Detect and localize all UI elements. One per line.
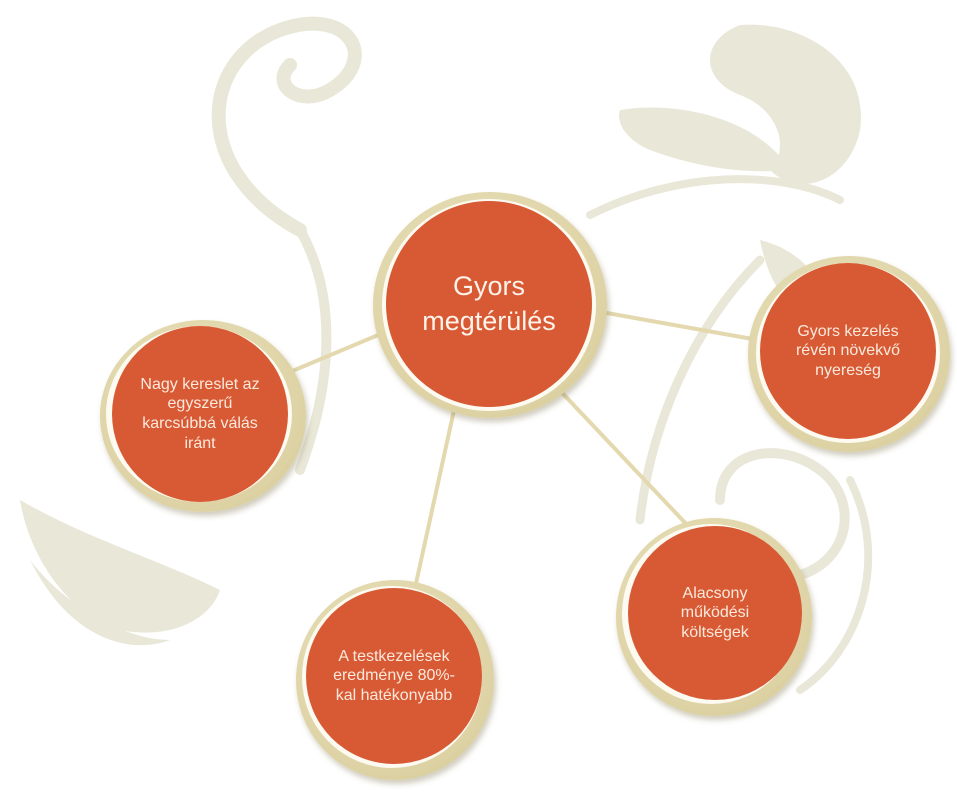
connector-bottom-left: [413, 390, 460, 590]
node-bottom-left-label: A testkezelések eredménye 80%-kal hatéko…: [333, 647, 455, 704]
leaf-bottom-left-tip: [30, 560, 170, 646]
swirl-right-loop: [715, 448, 850, 580]
swirl-stem-left: [295, 225, 332, 475]
node-left-disc: Nagy kereslet az egyszerű karcsúbbá válá…: [112, 326, 288, 502]
swirl-top-left: [211, 16, 362, 237]
connector-left: [288, 328, 392, 374]
center-node: Gyors megtérülés: [373, 192, 607, 418]
connector-right: [588, 308, 760, 342]
swirl-stem-right: [586, 175, 844, 219]
node-bottom-right-disc: Alacsony működési költségek: [628, 526, 802, 700]
leaf-top-right: [710, 24, 861, 185]
node-left: Nagy kereslet az egyszerű karcsúbbá válá…: [100, 320, 306, 512]
center-node-disc: Gyors megtérülés: [386, 201, 592, 407]
node-bottom-right: Alacsony működési költségek: [616, 518, 812, 716]
node-left-label: Nagy kereslet az egyszerű karcsúbbá válá…: [140, 375, 260, 452]
node-bottom-right-label: Alacsony működési költségek: [680, 584, 750, 641]
node-right: Gyors kezelés révén növekvő nyereség: [748, 256, 950, 452]
swirl-right-long: [635, 255, 765, 525]
node-right-disc: Gyors kezelés révén növekvő nyereség: [760, 263, 936, 439]
leaf-bottom-left: [20, 500, 220, 633]
node-bottom-left: A testkezelések eredménye 80%-kal hatéko…: [296, 580, 494, 780]
node-bottom-left-disc: A testkezelések eredménye 80%-kal hatéko…: [306, 588, 482, 764]
node-right-label: Gyors kezelés révén növekvő nyereség: [795, 322, 901, 379]
center-node-label: Gyors megtérülés: [422, 270, 556, 336]
connector-bottom-right: [548, 378, 692, 530]
swirl-bottom-right: [796, 476, 873, 694]
leaf-right-mid: [619, 107, 790, 172]
